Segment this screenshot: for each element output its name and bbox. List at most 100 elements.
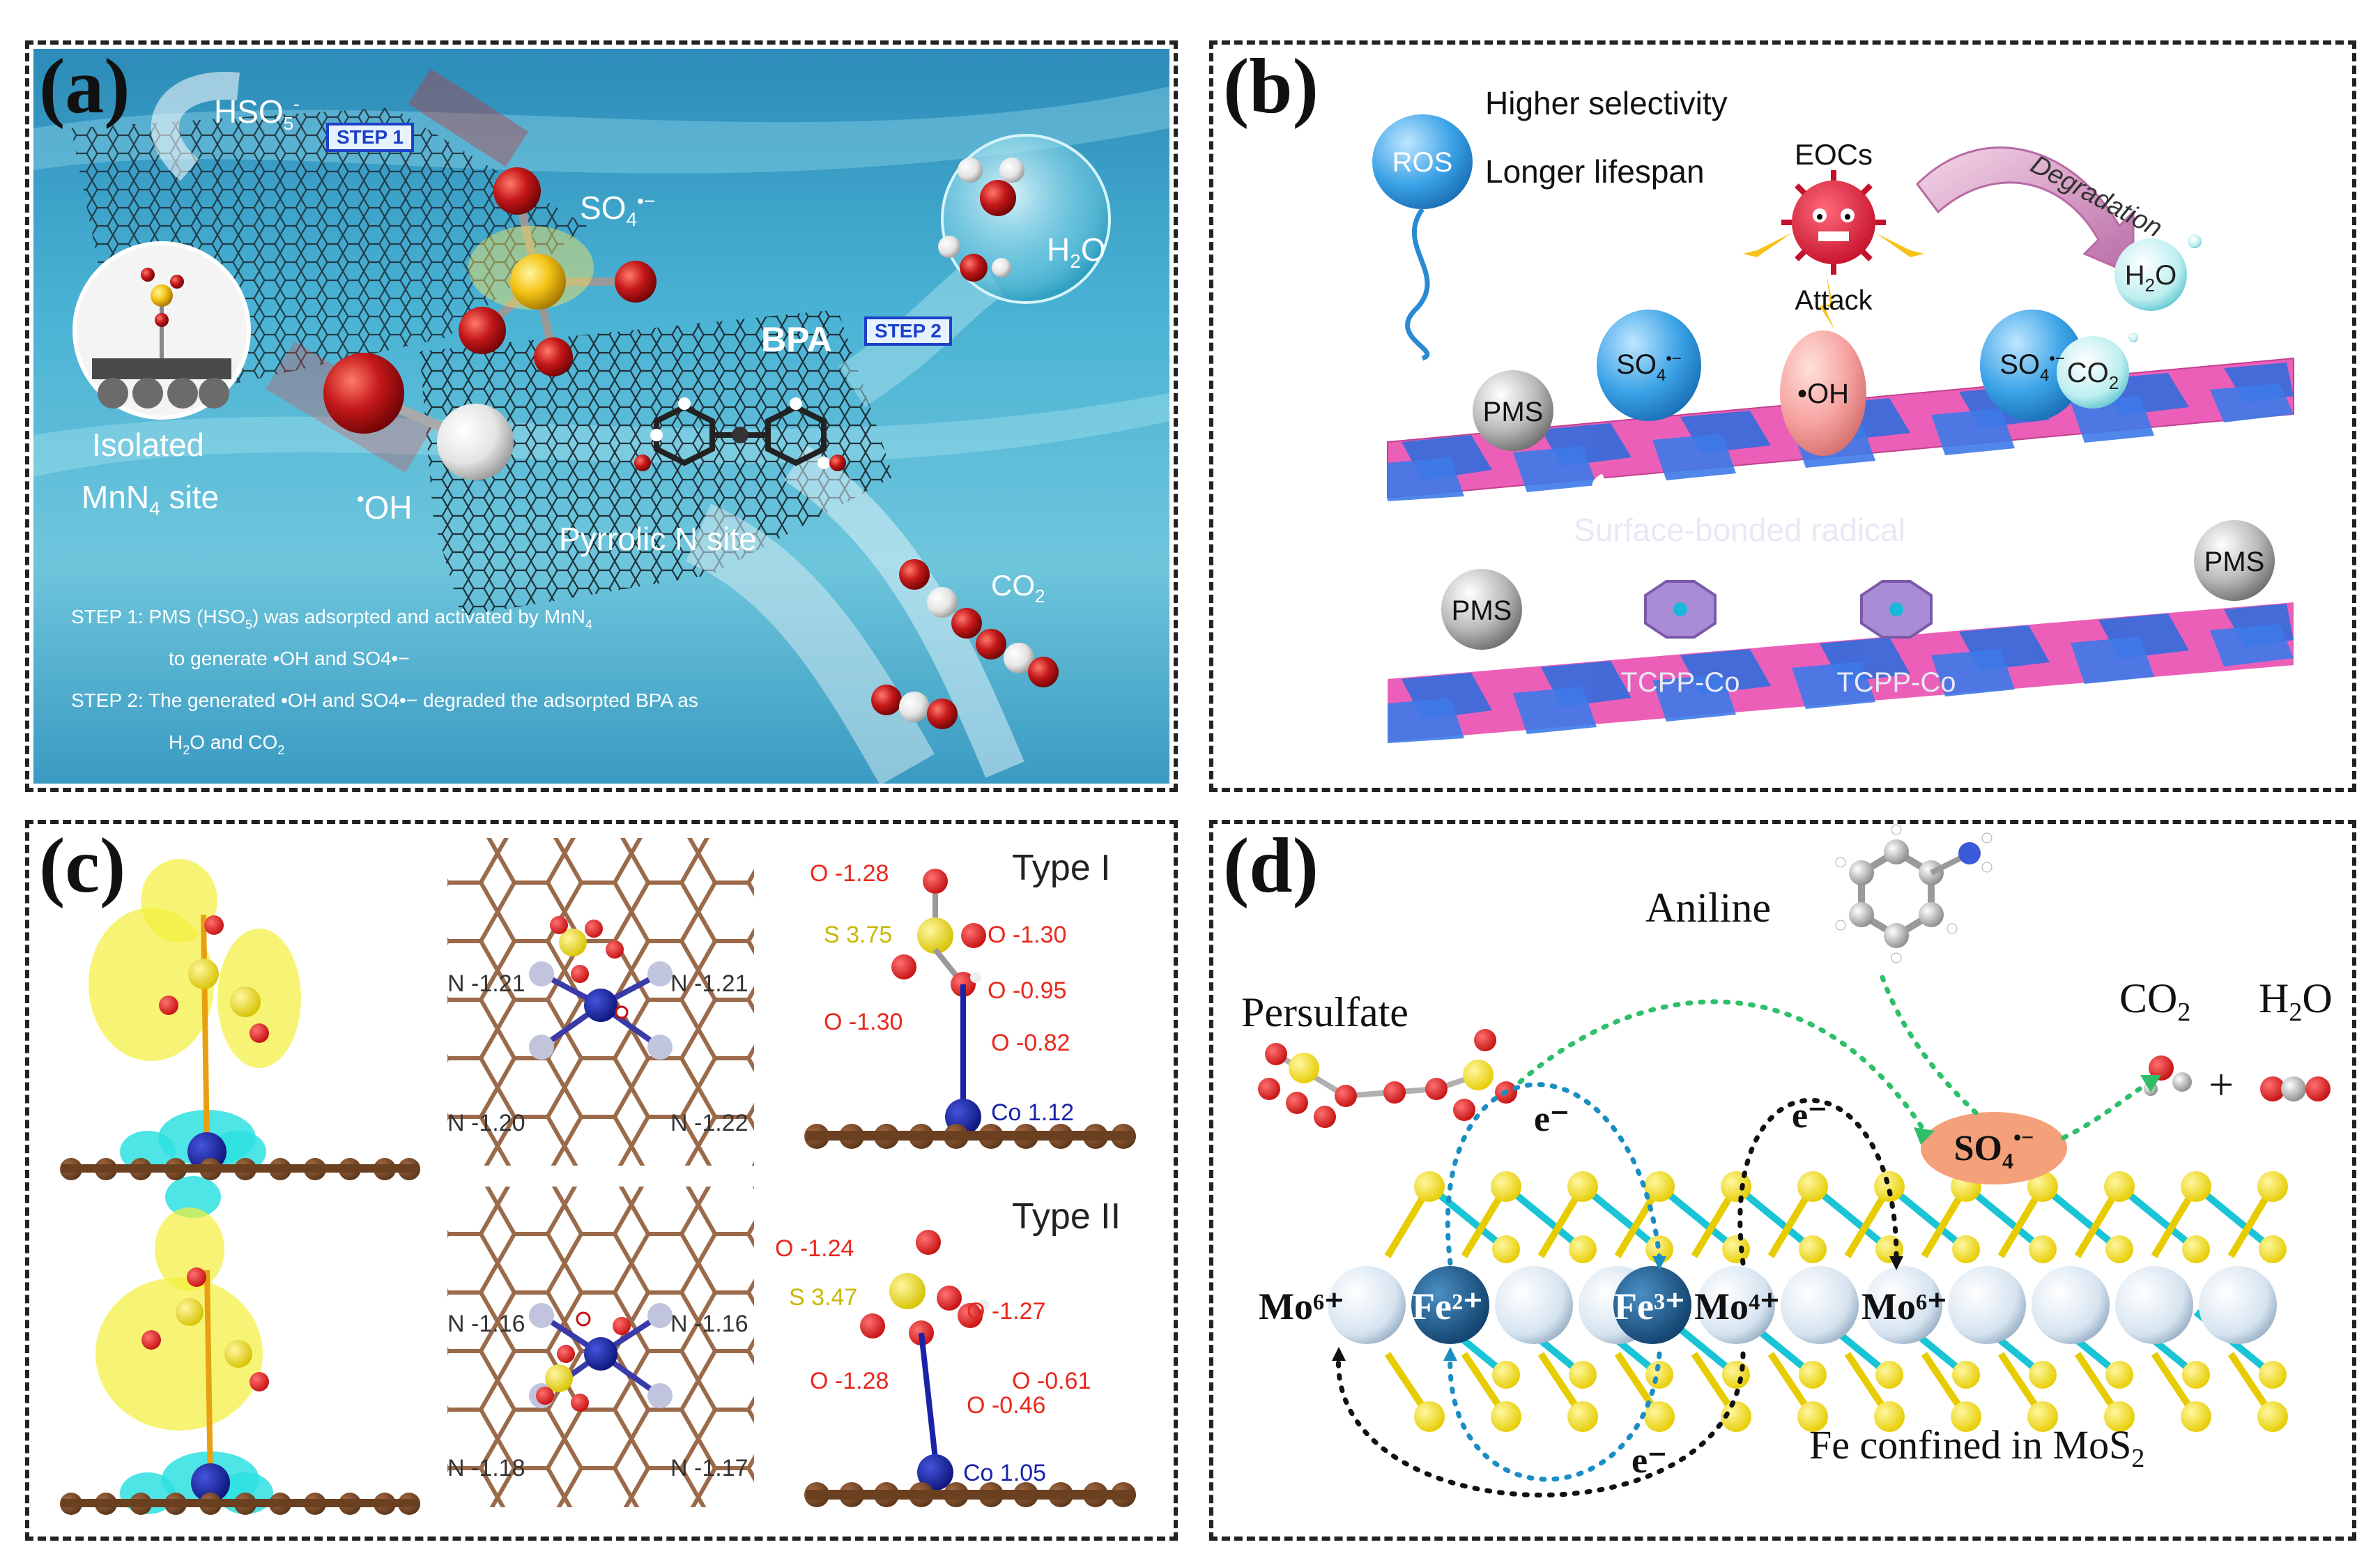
arrow-so4-to-products bbox=[2061, 1079, 2153, 1141]
t1-co: Co 1.12 bbox=[991, 1099, 1074, 1126]
oh-balloon bbox=[1780, 330, 1866, 456]
panel-d-label: (d) bbox=[1223, 823, 1319, 909]
arrow-aniline-to-so4 bbox=[1880, 975, 1983, 1120]
pms-ball-2 bbox=[1441, 569, 1522, 650]
type2-label: Type II bbox=[1012, 1196, 1121, 1237]
so4-label-d: SO4•− bbox=[1954, 1124, 2034, 1173]
eocs-label: EOCs bbox=[1795, 138, 1873, 171]
pms-label-2: PMS bbox=[1452, 595, 1512, 626]
ros-balloon bbox=[1372, 114, 1473, 209]
t1-n-bl: N -1.20 bbox=[447, 1110, 525, 1136]
oh-label: •OH bbox=[357, 488, 413, 526]
step1-tag-text: STEP 1 bbox=[337, 126, 404, 148]
longer-lifespan: Longer lifespan bbox=[1485, 153, 1705, 190]
oh-hydrogen bbox=[437, 404, 514, 480]
arrow-fe3-to-fe2 bbox=[1448, 1351, 1662, 1482]
t1-o-r1: O -1.30 bbox=[988, 922, 1066, 948]
panel-b-label: (b) bbox=[1223, 43, 1319, 130]
panel-d-illustration: Aniline Persulfate CO2 H2O + SO4•− e⁻ e⁻… bbox=[1241, 824, 2333, 1497]
panel-c-label: (c) bbox=[39, 823, 126, 909]
t2-o-top: O -1.24 bbox=[775, 1235, 854, 1262]
higher-selectivity: Higher selectivity bbox=[1485, 85, 1728, 121]
h2o-label: H2O bbox=[1047, 231, 1106, 272]
eocs-virus bbox=[1781, 170, 1886, 275]
t2-n-bl: N -1.18 bbox=[447, 1455, 525, 1481]
step2-description: STEP 2: The generated •OH and SO4•− degr… bbox=[71, 689, 698, 711]
oh-oxygen bbox=[323, 353, 404, 434]
surface-bonded-label: Surface-bonded radical bbox=[1574, 512, 1905, 548]
arrow-fe2-to-fe3 bbox=[1445, 1082, 1662, 1266]
electron-label-2: e⁻ bbox=[1792, 1096, 1827, 1136]
t2-n-tr: N -1.16 bbox=[670, 1311, 748, 1337]
persulfate-molecule bbox=[1258, 1029, 1517, 1128]
co2-bubble-b bbox=[2057, 336, 2129, 409]
panel-b: ROS Higher selectivity Longer lifespan E… bbox=[1209, 40, 2356, 792]
step1-tag bbox=[326, 123, 414, 152]
attack-label: Attack bbox=[1795, 285, 1873, 316]
t2-n-tl: N -1.16 bbox=[447, 1311, 525, 1337]
so4-sulfur bbox=[510, 254, 566, 310]
so4-balloon-left bbox=[1597, 310, 1701, 421]
arrow-mo4-to-mo6 bbox=[1737, 1097, 1899, 1266]
tcpp-co-left bbox=[1644, 580, 1717, 639]
panel-d: Aniline Persulfate CO2 H2O + SO4•− e⁻ e⁻… bbox=[1209, 820, 2356, 1541]
ros-text: ROS bbox=[1392, 147, 1453, 178]
t2-n-br: N -1.17 bbox=[670, 1455, 748, 1481]
t1-s: S 3.75 bbox=[824, 922, 892, 948]
mo4-label: Mo⁴⁺ bbox=[1694, 1286, 1780, 1327]
pyrrolic-label: Pyrrolic N site bbox=[559, 521, 757, 557]
plus-sign: + bbox=[2209, 1060, 2234, 1109]
fe3-atom bbox=[1613, 1266, 1691, 1344]
lattice-type2-atoms bbox=[529, 1303, 673, 1412]
h2o-molecule bbox=[2260, 1076, 2331, 1101]
step2-description-line2: H2O and CO2 bbox=[169, 731, 284, 757]
step1-description-line2: to generate •OH and SO4•− bbox=[169, 648, 410, 669]
t2-o-l: O -1.28 bbox=[810, 1368, 889, 1394]
type1-label: Type I bbox=[1012, 848, 1111, 888]
t1-n-tl: N -1.21 bbox=[447, 970, 525, 997]
so4-balloon-right bbox=[1980, 310, 2085, 421]
panel-a: HSO5- STEP 1 STEP 2 SO4•− H2O BPA Isolat… bbox=[25, 40, 1178, 792]
mo6-label-left: Mo⁶⁺ bbox=[1259, 1286, 1344, 1327]
pms-label-1: PMS bbox=[1483, 397, 1544, 427]
mo4-atom bbox=[1697, 1266, 1775, 1344]
fe-confined-label: Fe confined in MoS2 bbox=[1809, 1422, 2144, 1473]
mo6-label-right: Mo⁶⁺ bbox=[1861, 1286, 1947, 1327]
mo6-atom-left bbox=[1328, 1266, 1406, 1344]
t1-o-low: O -0.82 bbox=[991, 1030, 1070, 1056]
electron-label-3: e⁻ bbox=[1632, 1441, 1667, 1481]
metal-row bbox=[1328, 1266, 2277, 1344]
fe2-atom bbox=[1411, 1266, 1489, 1344]
tcpp-co-label-right: TCPP-Co bbox=[1836, 667, 1956, 698]
mo6-atom-right bbox=[1864, 1266, 1942, 1344]
hso5-label: HSO5- bbox=[214, 93, 300, 134]
t2-o-low: O -0.46 bbox=[967, 1392, 1045, 1419]
co2-label-d: CO2 bbox=[2119, 975, 2190, 1027]
pms-ball-1 bbox=[1473, 370, 1553, 451]
panel-a-illustration: HSO5- STEP 1 STEP 2 SO4•− H2O BPA Isolat… bbox=[33, 49, 1169, 786]
oh-label-b: •OH bbox=[1797, 379, 1849, 409]
t2-o-r2: O -0.61 bbox=[1012, 1368, 1091, 1394]
tcpp-co-label-left: TCPP-Co bbox=[1620, 667, 1740, 698]
h2o-label-d: H2O bbox=[2259, 975, 2333, 1027]
persulfate-label: Persulfate bbox=[1241, 989, 1408, 1035]
aniline-label: Aniline bbox=[1645, 885, 1771, 931]
t1-o-top: O -1.28 bbox=[810, 860, 889, 887]
so4-label-left: SO4•− bbox=[1616, 349, 1682, 385]
co2-label-b: CO2 bbox=[2067, 358, 2119, 393]
so4-label-right: SO4•− bbox=[1999, 349, 2065, 385]
arrow-mo4-to-mo6-left bbox=[1336, 1351, 1746, 1497]
step1-description: STEP 1: PMS (HSO5) was adsorpted and act… bbox=[71, 606, 592, 632]
aniline-molecule bbox=[1835, 824, 1993, 963]
co2-label: CO2 bbox=[991, 569, 1045, 607]
panel-b-illustration: ROS Higher selectivity Longer lifespan E… bbox=[1372, 85, 2294, 743]
t2-co: Co 1.05 bbox=[963, 1460, 1046, 1486]
t1-o-r2: O -0.95 bbox=[988, 977, 1066, 1004]
mnn4-label: MnN4 site bbox=[82, 479, 219, 519]
t1-n-tr: N -1.21 bbox=[670, 970, 748, 997]
charge-density-type2 bbox=[60, 1207, 420, 1515]
tcpp-co-right bbox=[1860, 580, 1933, 639]
fe2-label: Fe²⁺ bbox=[1412, 1286, 1483, 1327]
isolated-label: Isolated bbox=[92, 427, 204, 463]
fe3-label: Fe³⁺ bbox=[1614, 1286, 1685, 1327]
